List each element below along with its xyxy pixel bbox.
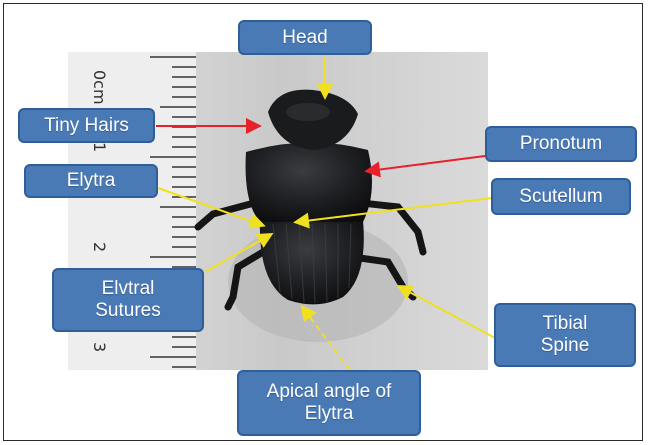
label-tiny-hairs-text: Tiny Hairs	[44, 115, 129, 137]
label-elytral-sutures: Elvtral Sutures	[52, 268, 204, 332]
label-apical-angle: Apical angle of Elytra	[237, 370, 421, 436]
label-head: Head	[238, 20, 372, 55]
elytral-sutures-pointer	[205, 235, 270, 272]
label-head-text: Head	[282, 27, 327, 49]
scutellum-pointer	[297, 198, 492, 222]
label-tibial-spine-line1: Tibial	[543, 313, 588, 335]
apical-angle-pointer	[303, 308, 350, 370]
label-pronotum: Pronotum	[485, 126, 637, 162]
pronotum-pointer	[368, 156, 485, 171]
label-apical-angle-line1: Apical angle of	[267, 381, 392, 403]
label-elytral-sutures-line2: Sutures	[95, 300, 160, 322]
label-elytra: Elytra	[24, 164, 158, 198]
label-scutellum: Scutellum	[491, 178, 631, 215]
label-elytra-text: Elytra	[67, 170, 116, 192]
label-apical-angle-line2: Elytra	[305, 403, 354, 425]
label-pronotum-text: Pronotum	[520, 133, 602, 155]
elytra-pointer	[158, 188, 262, 225]
tibial-spine-pointer	[400, 287, 495, 338]
label-scutellum-text: Scutellum	[519, 186, 602, 208]
label-tiny-hairs: Tiny Hairs	[18, 108, 155, 143]
label-tibial-spine-line2: Spine	[541, 335, 590, 357]
label-tibial-spine: Tibial Spine	[494, 303, 636, 367]
label-elytral-sutures-line1: Elvtral	[102, 278, 155, 300]
